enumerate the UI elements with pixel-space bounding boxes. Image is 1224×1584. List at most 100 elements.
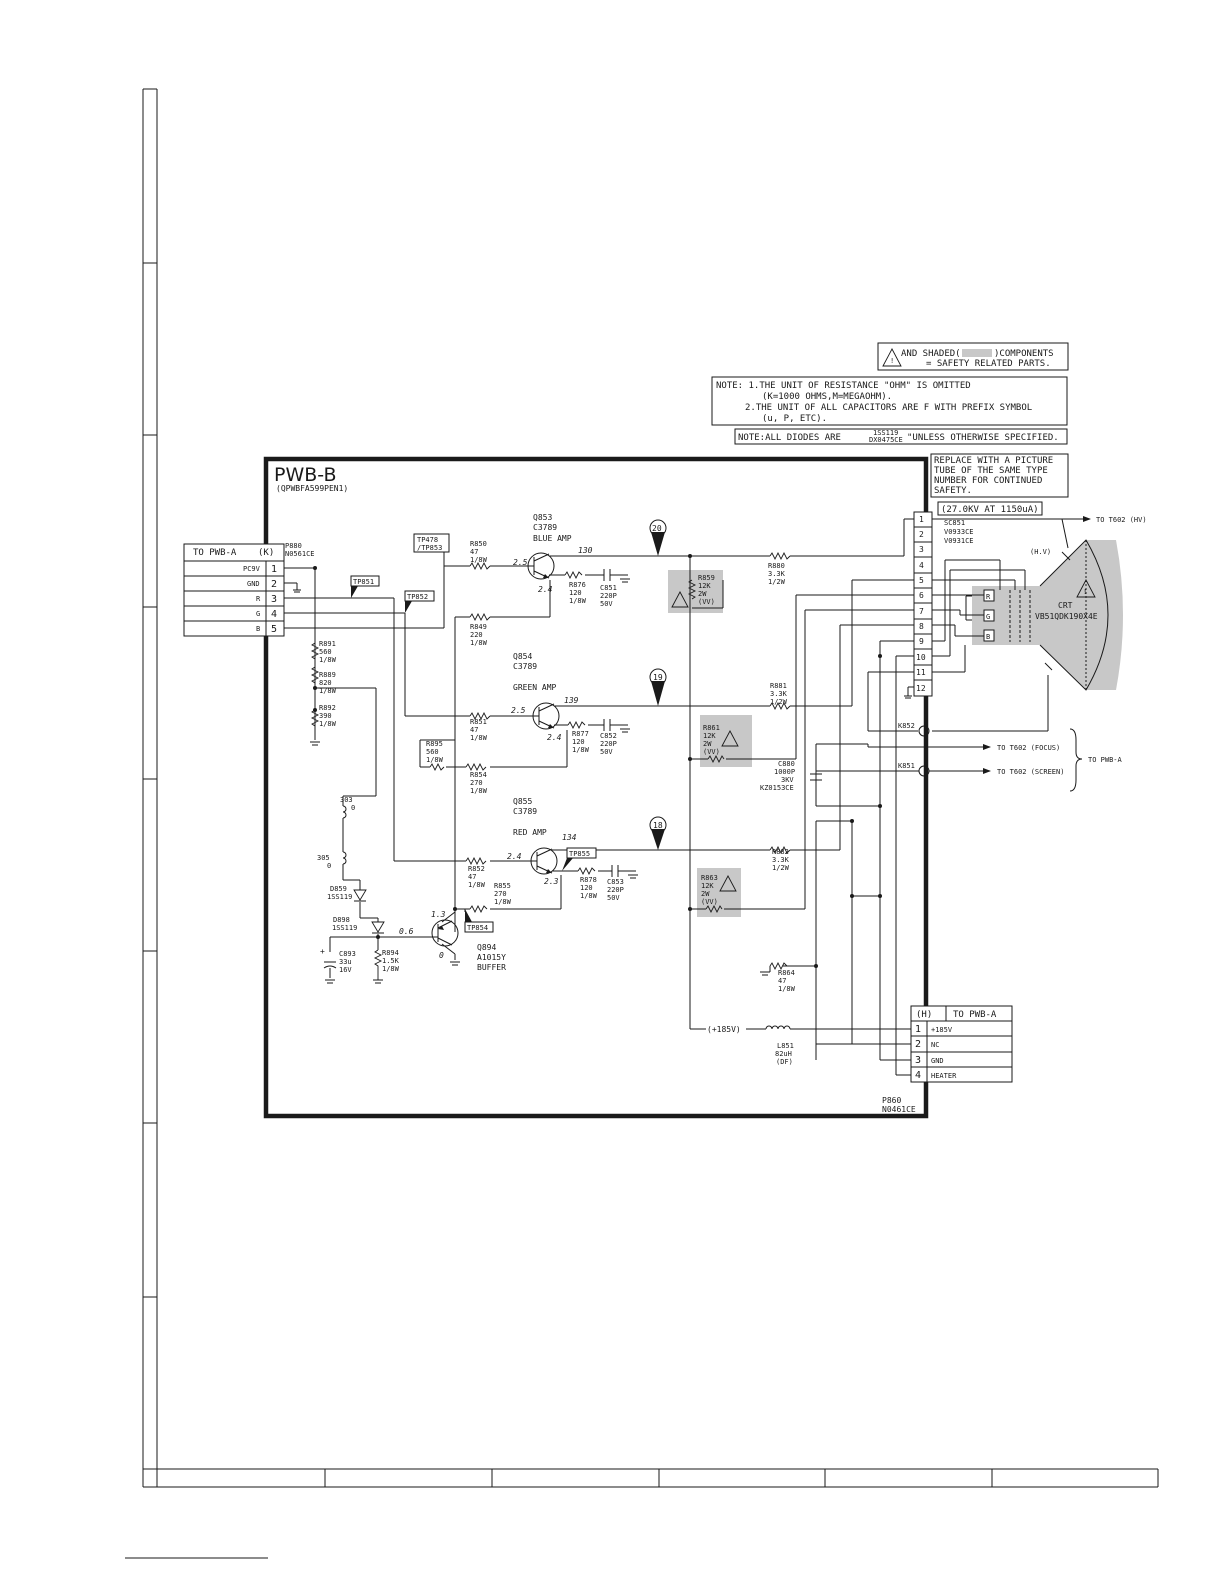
resistor-labels: R850 47 1/8W R849 220 1/8W R876 120 1/8W…: [319, 540, 796, 993]
replace-note: REPLACE WITH A PICTURE TUBE OF THE SAME …: [930, 453, 1069, 516]
output-labels: TO T602 (HV) TO T602 (FOCUS) TO T602 (SC…: [898, 516, 1147, 776]
q855-part: C3789: [513, 807, 537, 816]
r863-type: (VV): [701, 898, 718, 906]
socket-pin: 8: [919, 622, 924, 631]
units-note-line4: (u, P, ETC).: [762, 414, 827, 424]
r859-type: (VV): [698, 598, 715, 606]
h-pin-num: 1: [915, 1024, 921, 1035]
r854-w: 1/8W: [470, 787, 488, 795]
to-t602-focus: TO T602 (FOCUS): [997, 744, 1060, 752]
r881-ref: R881: [770, 682, 787, 690]
socket-pin: 11: [916, 668, 926, 677]
q854-ref: Q854: [513, 652, 532, 661]
r851-ref: R851: [470, 718, 487, 726]
r863-w: 2W: [701, 890, 710, 898]
board-part-no: (QPWBFA599PEN1): [276, 484, 348, 493]
h-pin-name: GND: [931, 1057, 944, 1065]
board-title: PWB-B: [274, 464, 337, 486]
r881-w: 1/2W: [770, 698, 788, 706]
to-t602-hv: TO T602 (HV): [1096, 516, 1147, 524]
l851-type: (DF): [776, 1058, 793, 1066]
c851-v: 50V: [600, 600, 613, 608]
socket-pin: 3: [919, 545, 924, 554]
j303-val: 0: [351, 804, 355, 812]
units-note-line2: (K=1000 OHMS,M=MEGAOHM).: [762, 392, 892, 402]
d898-part: 1SS119: [332, 924, 357, 932]
test-points: TP478 /TP853 TP851 TP852 TP855 TP854: [350, 533, 597, 933]
r880-val: 3.3K: [768, 570, 786, 578]
r851-w: 1/8W: [470, 734, 488, 742]
diodes-note-part-bottom: DX0475CE: [869, 436, 903, 444]
bottom-connector-part-2: N0461CE: [882, 1105, 916, 1114]
replace-note-line4: SAFETY.: [934, 486, 972, 496]
replace-note-line2: TUBE OF THE SAME TYPE: [934, 466, 1048, 476]
r850-ref: R850: [470, 540, 487, 548]
capacitor-symbols: [323, 569, 822, 978]
h-pin-num: 3: [915, 1055, 921, 1066]
v-red-base: 2.4: [507, 852, 522, 861]
r859-w: 2W: [698, 590, 707, 598]
c893-ref: C893: [339, 950, 356, 958]
r876-ref: R876: [569, 581, 586, 589]
diode-symbols: [353, 889, 385, 934]
r889-val: 820: [319, 679, 332, 687]
socket-pin: 7: [919, 607, 924, 616]
h-pin-num: 2: [915, 1039, 921, 1050]
h-pin-name: HEATER: [931, 1072, 957, 1080]
resistor-symbols: [310, 551, 791, 980]
socket-pin: 6: [919, 591, 924, 600]
transistor-symbols: [431, 552, 560, 947]
diodes-note-part-top: 1SS119: [873, 429, 898, 437]
v-green-emitter: 2.4: [547, 733, 562, 742]
connector-h-ref: (H): [916, 1010, 932, 1020]
k852-label: K852: [898, 722, 915, 730]
units-note-line1: NOTE: 1.THE UNIT OF RESISTANCE "OHM" IS …: [716, 381, 971, 391]
r855-val: 270: [494, 890, 507, 898]
k-pin-name: R: [256, 595, 261, 603]
r891-w: 1/8W: [319, 656, 337, 664]
crt-hv-label: (H.V): [1030, 548, 1051, 556]
r891-val: 560: [319, 648, 332, 656]
socket-connectors-k85x: [918, 725, 930, 777]
r877-val: 120: [572, 738, 585, 746]
r892-val: 390: [319, 712, 332, 720]
r878-ref: R878: [580, 876, 597, 884]
r852-w: 1/8W: [468, 881, 486, 889]
v-buf-collector: 0: [439, 951, 444, 960]
diodes-note: NOTE:ALL DIODES ARE 1SS119 DX0475CE "UNL…: [734, 428, 1068, 445]
k-pin-name: GND: [247, 580, 260, 588]
v-buf-base: 0.6: [399, 927, 414, 936]
r876-val: 120: [569, 589, 582, 597]
crt-gun-r: R: [986, 593, 991, 601]
r849-ref: R849: [470, 623, 487, 631]
v-red-emitter: 2.3: [544, 877, 559, 886]
r881-val: 3.3K: [770, 690, 788, 698]
r864-w: 1/8W: [778, 985, 796, 993]
socket-pin: 4: [919, 561, 924, 570]
d859-part: 1SS119: [327, 893, 352, 901]
c851-ref: C851: [600, 584, 617, 592]
safety-note-line2: = SAFETY RELATED PARTS.: [926, 359, 1051, 369]
r882-val: 3.3K: [772, 856, 790, 864]
replace-note-line1: REPLACE WITH A PICTURE: [934, 456, 1053, 466]
wave-red: 18: [653, 821, 663, 830]
j303-ref: 303: [340, 796, 353, 804]
connector-k-part2: N0561CE: [285, 550, 315, 558]
socket-ref1: SC851: [944, 519, 965, 527]
bottom-connector-part-1: P860: [882, 1096, 901, 1105]
r895-w: 1/8W: [426, 756, 444, 764]
connector-h-label: TO PWB-A: [953, 1010, 997, 1020]
socket-ref3: V0931CE: [944, 537, 974, 545]
q894-part: A1015Y: [477, 953, 506, 962]
socket-pin: 9: [919, 637, 924, 646]
r854-ref: R854: [470, 771, 487, 779]
units-note: NOTE: 1.THE UNIT OF RESISTANCE "OHM" IS …: [711, 376, 1068, 426]
c880-v: 3KV: [781, 776, 794, 784]
r854-val: 270: [470, 779, 483, 787]
v-green-base: 2.5: [511, 706, 526, 715]
r852-val: 47: [468, 873, 476, 881]
supply-185v: (+185V): [707, 1025, 741, 1034]
r894-ref: R894: [382, 949, 399, 957]
q894-ref: Q894: [477, 943, 496, 952]
